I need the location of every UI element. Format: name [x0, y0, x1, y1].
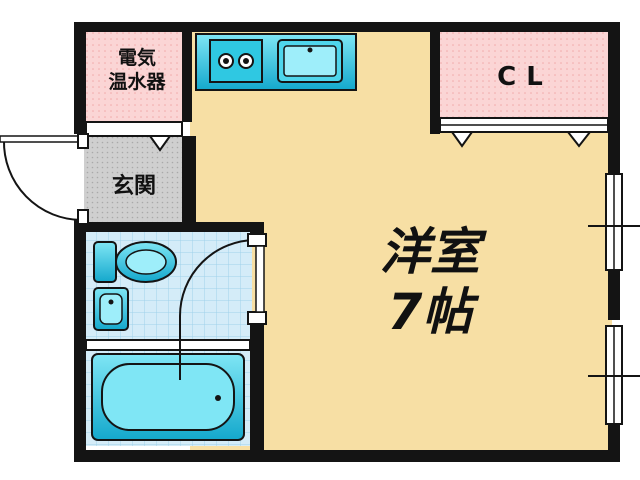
entrance-label: 玄関 [111, 174, 156, 199]
wash-basin-icon [93, 287, 129, 331]
room-label: 洋室 7帖 [350, 222, 510, 342]
closet-door-marker-left [450, 131, 474, 148]
window-upper [588, 173, 640, 271]
closet-area [440, 30, 608, 118]
bathroom-door-swing [179, 239, 257, 380]
bath-divider [85, 339, 251, 351]
stove [209, 39, 263, 83]
heater-area [86, 30, 186, 122]
water-heater-line2: 温水器 [108, 71, 166, 93]
bathtub-icon [91, 353, 245, 441]
closet-label: CL [497, 62, 553, 92]
closet-door-marker-right [565, 131, 593, 148]
room-name: 洋室 [380, 223, 480, 281]
room-size: 7帖 [387, 283, 473, 341]
water-heater-label: 電気 温水器 [92, 46, 182, 94]
water-heater-line1: 電気 [117, 47, 156, 69]
toilet-icon [93, 241, 177, 283]
walls [74, 22, 620, 462]
heater-door-marker [148, 135, 172, 152]
entrance-door-swing [2, 139, 83, 221]
entrance-floor [84, 136, 188, 224]
window-lower [588, 325, 640, 425]
